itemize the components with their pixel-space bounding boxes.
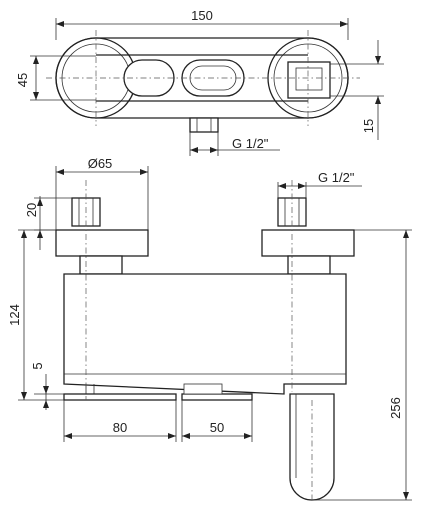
dim-top-width: 150 <box>55 8 349 40</box>
top-body-band <box>96 54 308 102</box>
top-right-outlet-inner <box>295 67 323 91</box>
dim-body-height: 124 <box>7 229 64 401</box>
label-inlet-diameter: Ø65 <box>88 156 113 171</box>
dim-base-right: 50 <box>181 400 253 442</box>
dim-top-thread: G 1/2" <box>189 132 280 156</box>
label-body-height: 124 <box>7 304 22 326</box>
label-outlet-thread: G 1/2" <box>318 170 355 185</box>
top-right-outlet <box>287 61 331 99</box>
dim-spout-height: 256 <box>312 229 412 501</box>
label-base-gap: 5 <box>30 362 45 369</box>
mixer-body <box>63 273 347 395</box>
label-top-offset: 15 <box>361 119 376 133</box>
label-top-thread: G 1/2" <box>232 136 269 151</box>
dim-outlet-thread: G 1/2" <box>277 170 362 198</box>
right-flange <box>261 229 355 257</box>
dim-base-gap: 5 <box>30 362 64 410</box>
label-top-height: 45 <box>15 73 30 87</box>
dim-base-left: 80 <box>63 400 177 442</box>
base-stub <box>183 383 223 395</box>
left-flange <box>55 229 149 257</box>
base-plate-right <box>181 393 253 401</box>
dim-inlet-diameter: Ø65 <box>55 156 149 230</box>
label-spout-height: 256 <box>388 397 403 419</box>
base-plate-left <box>63 393 177 401</box>
top-inlet-nut <box>189 117 219 133</box>
dim-top-offset: 15 <box>330 40 384 140</box>
right-neck <box>287 255 331 275</box>
front-view <box>55 180 355 501</box>
dim-top-height: 45 <box>15 55 96 101</box>
label-base-right: 50 <box>210 420 224 435</box>
label-inlet-height: 20 <box>24 203 39 217</box>
top-view <box>46 30 360 133</box>
label-base-left: 80 <box>113 420 127 435</box>
label-top-width: 150 <box>191 8 213 23</box>
